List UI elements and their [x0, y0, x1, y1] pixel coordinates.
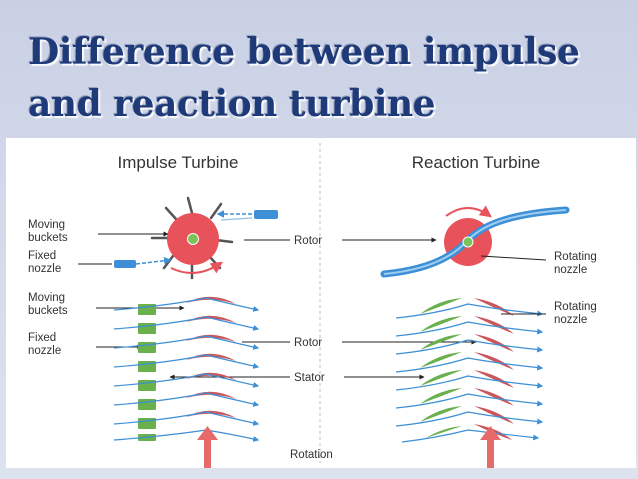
label-fixed-nozzle-1a: Fixed	[28, 250, 56, 262]
title-line-2: and reaction turbine	[28, 83, 436, 125]
impulse-labels: Moving buckets Fixed nozzle Moving bucke…	[28, 219, 185, 357]
label-rotating-nozzle-2a: Rotating	[554, 301, 597, 313]
reaction-rotation-up-arrow-icon	[480, 426, 501, 468]
title-line-1: Difference between impulse	[28, 31, 580, 73]
label-moving-buckets-2b: buckets	[28, 305, 68, 317]
label-fixed-nozzle-2b: nozzle	[28, 345, 61, 357]
label-stator: Stator	[294, 372, 325, 384]
turbine-diagram: Impulse Turbine Reaction Turbine Moving …	[6, 138, 636, 468]
turbine-diagram-svg: Impulse Turbine Reaction Turbine Moving …	[28, 143, 597, 468]
label-rotating-nozzle-2b: nozzle	[554, 314, 587, 326]
center-labels: Rotor Rotor Stator Rotation	[169, 235, 477, 461]
label-fixed-nozzle-2a: Fixed	[28, 332, 56, 344]
label-moving-buckets-1a: Moving	[28, 219, 65, 231]
label-moving-buckets-1b: buckets	[28, 232, 68, 244]
slide-title: Difference between impulse and reaction …	[28, 26, 638, 130]
impulse-heading: Impulse Turbine	[118, 153, 239, 172]
label-rotor-top: Rotor	[294, 235, 322, 247]
reaction-rotation-arrow-icon	[445, 205, 492, 218]
label-moving-buckets-2a: Moving	[28, 292, 65, 304]
reaction-rotor-center	[462, 236, 474, 248]
impulse-rotor-center	[187, 233, 199, 245]
reaction-blade-cascade: Rotating nozzle	[395, 298, 597, 468]
label-rotor-mid: Rotor	[294, 337, 322, 349]
label-rotating-nozzle-1b: nozzle	[554, 264, 587, 276]
label-rotation: Rotation	[290, 449, 333, 461]
reaction-rotor: Rotating nozzle	[380, 205, 597, 278]
impulse-top-nozzle-icon	[254, 210, 278, 219]
impulse-rotation-up-arrow-icon	[197, 426, 218, 468]
label-fixed-nozzle-1b: nozzle	[28, 263, 61, 275]
impulse-blade-cascade	[113, 296, 260, 468]
impulse-rotation-arrow-icon	[170, 261, 223, 274]
reaction-heading: Reaction Turbine	[412, 153, 541, 172]
impulse-fixed-nozzle-icon	[114, 260, 136, 268]
label-rotating-nozzle-1a: Rotating	[554, 251, 597, 263]
impulse-rotor	[114, 196, 278, 280]
